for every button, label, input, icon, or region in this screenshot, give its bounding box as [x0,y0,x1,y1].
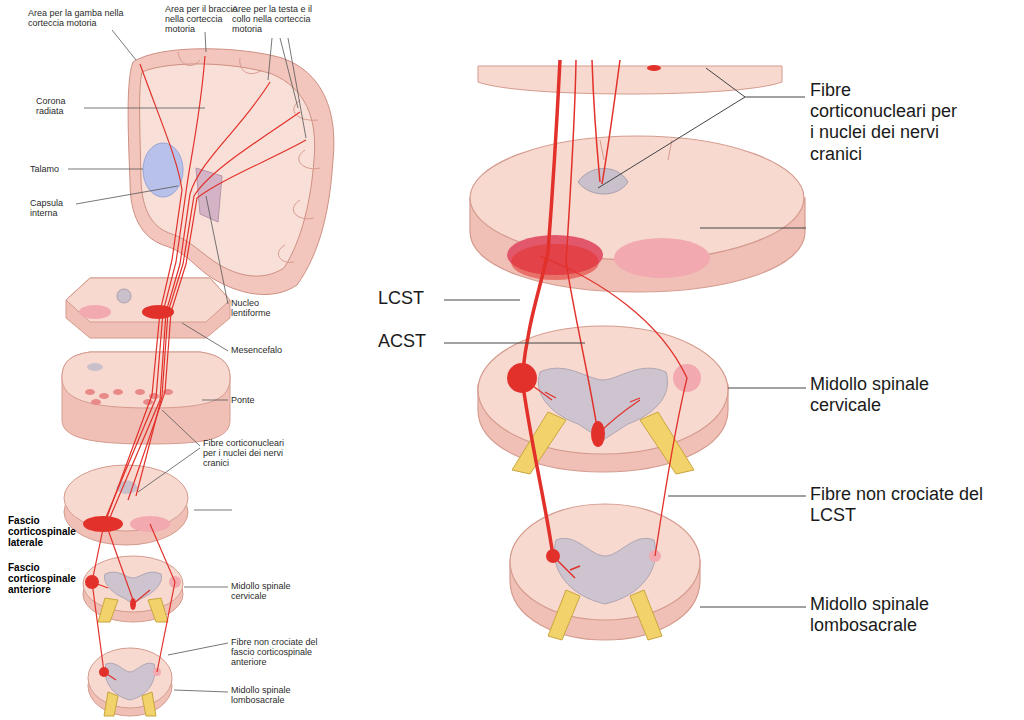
small-label: Nucleo lentiforme [231,298,291,318]
small-label: Area per il braccio nella corteccia moto… [165,4,243,34]
big-label: Fibre corticonucleari per i nuclei dei n… [810,80,960,165]
small-label: Midollo spinale lombosacrale [231,685,311,705]
small-label: Aree per la testa e il collo nella corte… [232,4,322,34]
big-label: LCST [378,288,440,309]
small-label: Fibre non crociate del fascio corticospi… [231,637,331,667]
small-label: Area per la gamba nella corteccia motori… [28,8,128,28]
bold-label: Fascio corticospinale anteriore [8,562,80,596]
small-label: Mesencefalo [231,345,301,355]
big-label: ACST [378,331,440,352]
small-label: Fibre corticonucleari per i nuclei dei n… [203,438,288,468]
bold-label: Fascio corticospinale laterale [8,515,80,549]
small-label: Capsula interna [30,198,76,218]
small-label: Talamo [30,164,70,174]
big-label: Midollo spinale cervicale [810,374,980,416]
small-label: Ponte [231,395,281,405]
big-label: Fibre non crociate del LCST [810,484,985,526]
small-label: Corona radiata [36,96,84,116]
small-label: Midollo spinale cervicale [231,581,311,601]
big-label: Midollo spinale lombosacrale [810,594,985,636]
